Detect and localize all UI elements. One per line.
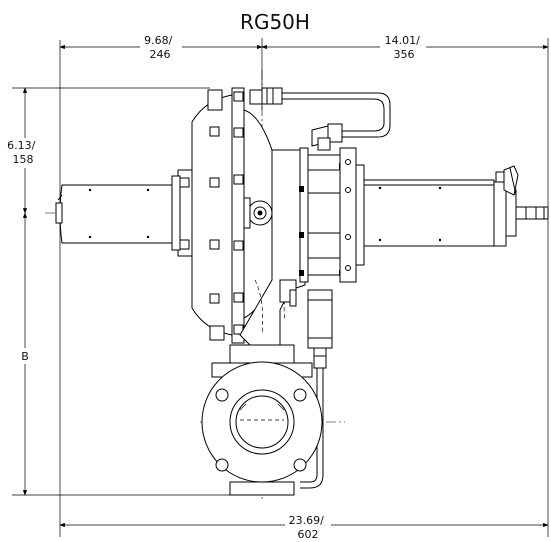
left-spring-housing <box>55 169 193 257</box>
bolt-hole-top-left <box>215 388 229 402</box>
pilot-assembly <box>299 147 549 283</box>
dimension-left-upper: 6.13/ 158 <box>7 139 39 166</box>
dimension-left-lower: B <box>21 350 29 363</box>
dimension-top-left: 9.68/ 246 <box>144 34 176 61</box>
dimension-top-right: 14.01/ 356 <box>385 34 424 61</box>
dimension-bottom: 23.69/ 602 <box>289 514 328 541</box>
flange-bolts <box>179 91 244 335</box>
diaphragm-case <box>179 87 273 344</box>
bolt-hole-top-right <box>293 388 307 402</box>
bolt-hole-bottom-left <box>215 458 229 472</box>
flange-connection <box>201 344 323 496</box>
drawing-title: RG50H <box>240 10 310 34</box>
handwheel <box>495 165 519 196</box>
sensing-tubing <box>249 87 391 489</box>
bolt-hole-bottom-right <box>293 458 307 472</box>
valve-body <box>239 149 306 346</box>
